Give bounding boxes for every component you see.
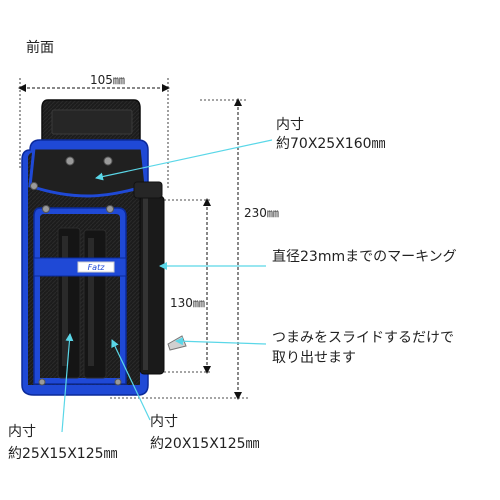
right-pocket-size: 約20X15X125㎜ [150, 436, 260, 452]
width-label: 105㎜ [90, 73, 125, 87]
marker-tube [133, 181, 187, 375]
inner-height-label: 130㎜ [170, 296, 205, 310]
brand-tag: Fatz [88, 263, 106, 272]
leader-lines [61, 139, 273, 433]
slide-callout-line1: つまみをスライドするだけで [272, 330, 454, 346]
slide-callout-line2: 取り出せます [272, 350, 356, 366]
left-pocket-title: 内寸 [8, 424, 36, 440]
right-pocket-title: 内寸 [150, 414, 178, 430]
height-dimension [110, 98, 248, 400]
belt-loop [41, 99, 141, 146]
front-pocket: Fatz [33, 205, 127, 386]
marking-callout: 直径23mmまでのマーキング [272, 249, 457, 265]
view-label: 前面 [26, 40, 54, 56]
main-inner-title: 内寸 [276, 117, 304, 133]
left-pocket-size: 約25X15X125㎜ [8, 446, 118, 462]
height-label: 230㎜ [244, 206, 279, 220]
width-dimension [18, 78, 170, 190]
main-inner-size: 約70X25X160㎜ [276, 136, 386, 152]
